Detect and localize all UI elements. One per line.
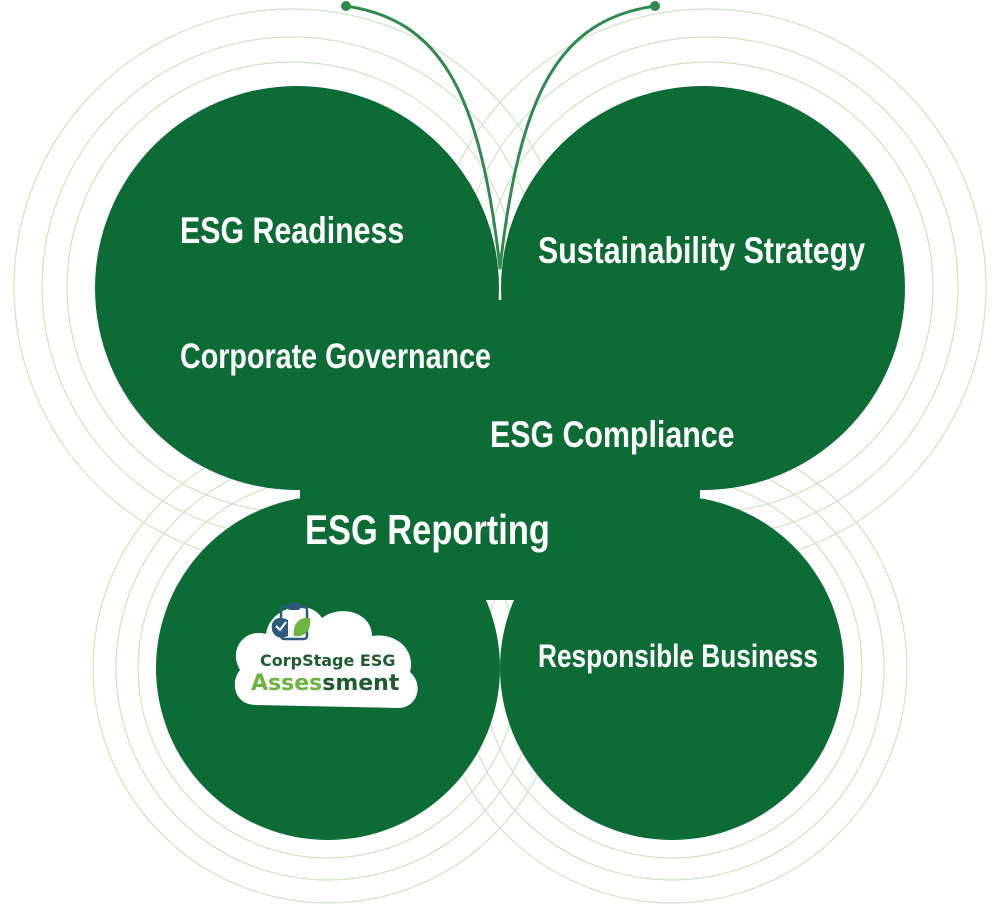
- antennae: [344, 4, 657, 270]
- wings: [95, 86, 905, 840]
- label-responsible-business: Responsible Business: [538, 638, 818, 674]
- leaf-icon: [293, 617, 311, 637]
- clipboard-clip-icon: [288, 603, 300, 610]
- label-esg-compliance: ESG Compliance: [490, 414, 735, 455]
- antenna-left: [344, 4, 502, 270]
- shield-check-icon: [271, 617, 288, 638]
- clipboard-leaf-check-icon: [271, 603, 311, 641]
- label-corporate-governance: Corporate Governance: [180, 337, 492, 376]
- antenna-right-tip: [650, 1, 660, 11]
- logo-line1: CorpStage ESG: [260, 651, 396, 670]
- antenna-left-tip: [341, 1, 351, 11]
- logo-cloud: [234, 603, 418, 708]
- wing-body: [300, 300, 700, 600]
- logo-line2-rest: sment: [322, 671, 400, 696]
- check-icon: [275, 621, 287, 632]
- label-esg-readiness: ESG Readiness: [180, 210, 405, 251]
- logo-line2-accent: Asses: [251, 671, 323, 696]
- logo-line2: Assessment: [251, 673, 399, 695]
- label-esg-reporting: ESG Reporting: [305, 506, 550, 553]
- label-sustainability-strategy: Sustainability Strategy: [538, 230, 866, 271]
- antenna-right: [498, 4, 657, 270]
